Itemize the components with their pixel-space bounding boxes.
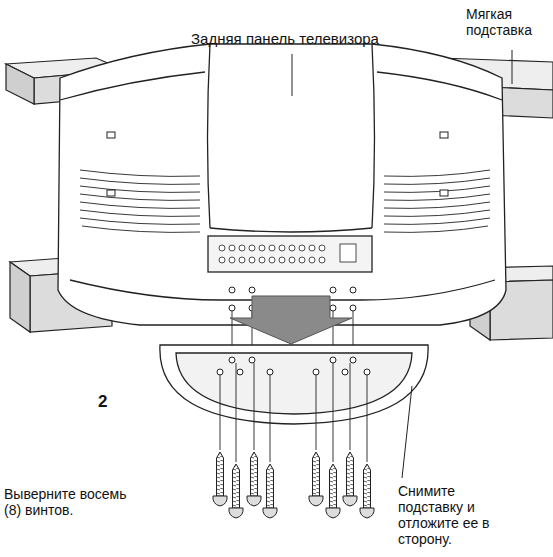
callout-label: Мягкая подставка (466, 6, 550, 38)
callout-label: Выверните восемь (8) винтов. (4, 486, 144, 518)
callout-label: Снимите подставку и отложите ее в сторон… (398, 483, 513, 547)
callout-label: Задняя панель телевизора (140, 30, 430, 47)
leader-line (292, 50, 512, 478)
tv-back-panel (58, 44, 506, 325)
screw (213, 452, 374, 518)
guide-line (220, 363, 367, 462)
tv-stand (160, 345, 428, 424)
direction-arrow (230, 296, 352, 344)
step-number: 2 (98, 392, 122, 412)
